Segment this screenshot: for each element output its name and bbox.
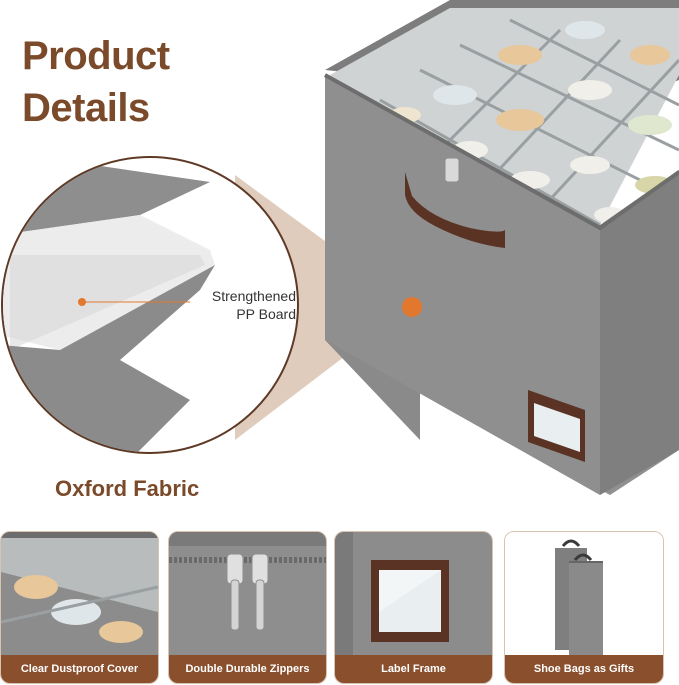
- page-title: Product Details: [22, 30, 170, 134]
- feature-tile-zippers: Double Durable Zippers: [168, 531, 327, 684]
- oxford-fabric-label: Oxford Fabric: [55, 476, 200, 501]
- feature-tile-clear-cover: Clear Dustproof Cover: [0, 531, 159, 684]
- storage-box-illustration: [1, 0, 679, 495]
- feature-tile-shoe-bags: Shoe Bags as Gifts: [504, 531, 664, 684]
- feature-caption: Double Durable Zippers: [169, 655, 326, 683]
- feature-tile-label-frame: Label Frame: [334, 531, 493, 684]
- feature-tiles: Clear Dustproof Cover Double Durable Zip…: [0, 531, 679, 685]
- shoe-bag-image: [505, 532, 663, 655]
- clear-cover-image: [1, 532, 158, 655]
- title-line-details: Details: [22, 86, 150, 130]
- pp-board-callout: Strengthened PP Board: [190, 287, 296, 323]
- title-line-product: Product: [22, 34, 170, 78]
- feature-caption: Shoe Bags as Gifts: [505, 655, 663, 683]
- zipper-image: [169, 532, 326, 655]
- feature-caption: Clear Dustproof Cover: [1, 655, 158, 683]
- callout-line-2: PP Board: [236, 306, 296, 322]
- label-frame-image: [335, 532, 492, 655]
- feature-caption: Label Frame: [335, 655, 492, 683]
- callout-line-1: Strengthened: [211, 288, 296, 304]
